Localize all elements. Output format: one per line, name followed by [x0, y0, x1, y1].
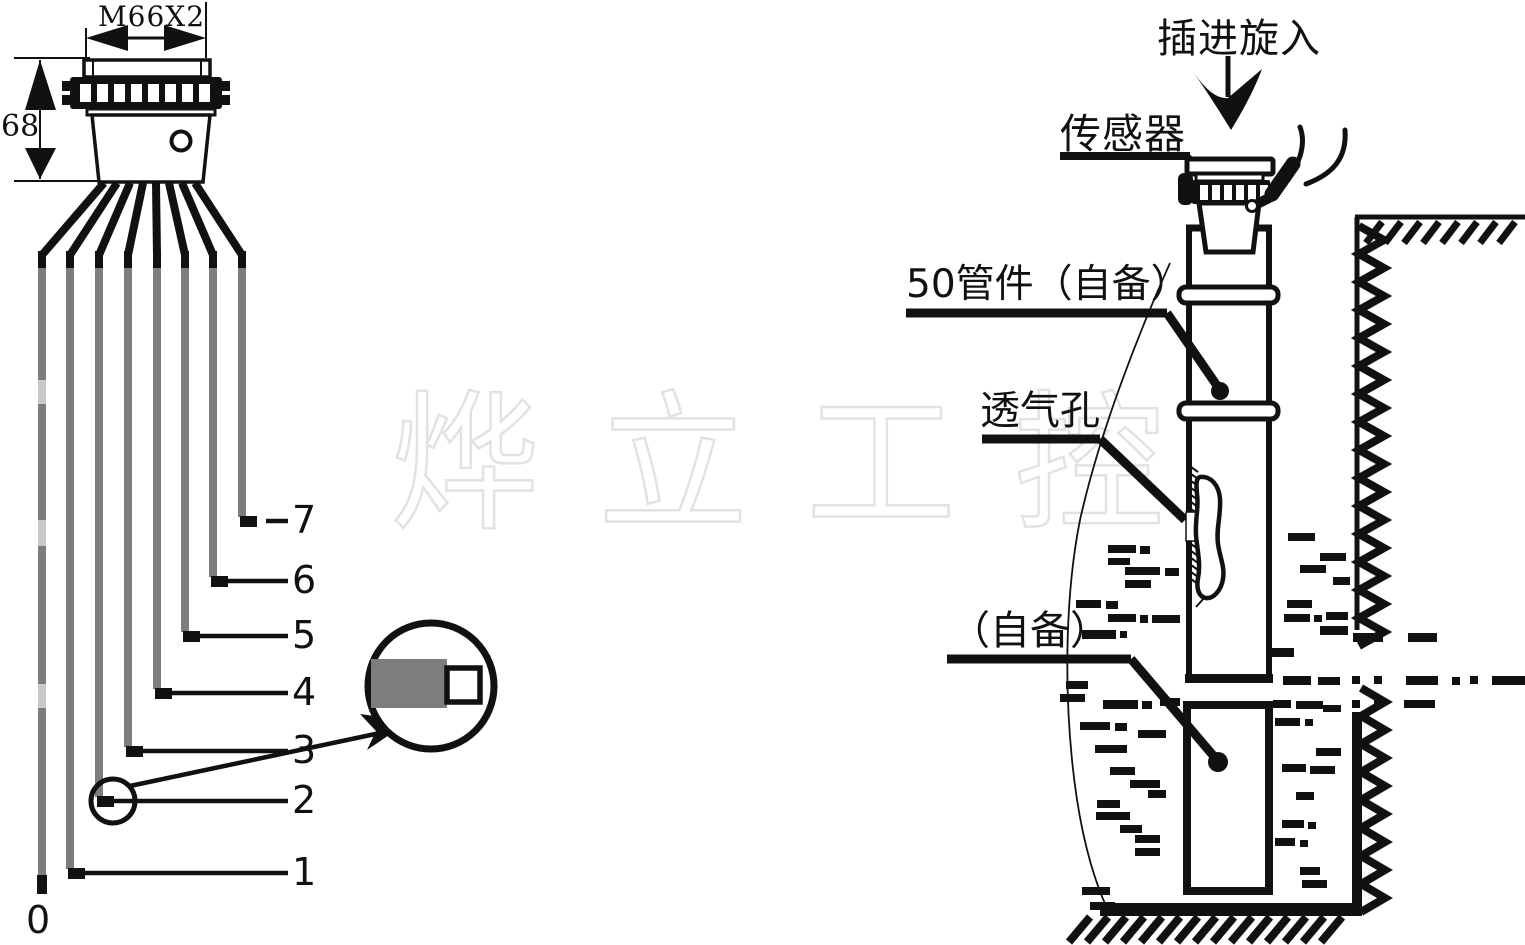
wire-label-2: 2	[292, 778, 316, 822]
installed-sensor	[1178, 124, 1348, 255]
wire-end-detail-tip	[444, 665, 483, 705]
sensor-cable	[1285, 124, 1305, 183]
pipe-coupling-upper	[1176, 284, 1281, 306]
wire-label-4: 4	[292, 670, 316, 714]
sensor-head	[62, 58, 230, 184]
wall-hatch-upper	[1350, 222, 1393, 650]
sensor-cable	[1303, 127, 1348, 187]
vent-hole-label: 透气孔	[980, 388, 1100, 434]
sensor-wiring-drawing: M66X2 68	[1, 0, 498, 942]
dim-arrow-up	[25, 60, 56, 110]
watermark-text: 烨立工控	[390, 378, 1222, 552]
soil-boundary-curve	[1066, 262, 1171, 907]
sensor-body-hole	[169, 129, 193, 153]
water-dashes	[1060, 533, 1525, 910]
insert-arrow	[1194, 69, 1262, 130]
dim-arrow-left	[86, 25, 128, 51]
height-dimension-label: 68	[1, 109, 39, 144]
dim-arrow-right	[164, 25, 206, 51]
sensor-body	[90, 113, 212, 184]
wall-hatch-lower	[1353, 684, 1393, 916]
vent-flap	[1193, 474, 1226, 601]
thread-dimension-label: M66X2	[98, 0, 205, 33]
wire-label-7: 7	[292, 498, 316, 542]
wire-label-5: 5	[292, 613, 316, 657]
dim-arrow-down	[25, 148, 56, 179]
insert-screw-label: 插进旋入	[1157, 16, 1321, 62]
wire-label-0: 0	[26, 898, 50, 942]
ground-hatch-bottom	[1065, 914, 1346, 945]
wire-label-1: 1	[292, 850, 316, 894]
wire-end-detail-cable	[371, 659, 447, 708]
pipe-coupling-lower	[1176, 400, 1281, 422]
wire-fan: 01234567	[26, 180, 316, 942]
wire-label-6: 6	[292, 558, 316, 602]
sensor-callout-label: 传感器	[1060, 110, 1186, 158]
installation-drawing: 插进旋入 传感器	[906, 16, 1525, 945]
wire-tip-callout-circle	[88, 776, 138, 826]
pipe-fitting-label: 50管件（自备）	[906, 262, 1190, 307]
